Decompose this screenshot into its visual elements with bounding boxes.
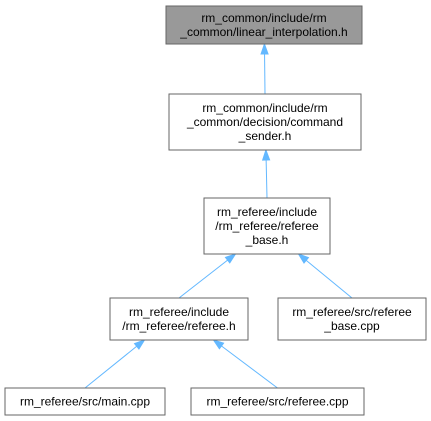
edges-layer — [84, 42, 353, 389]
node-label-line: /rm_referee/referee.h — [122, 319, 235, 333]
arrow-head-icon — [260, 42, 269, 55]
node-label-line: _common/linear_interpolation.h — [179, 25, 347, 39]
node-main-cpp[interactable]: rm_referee/src/main.cpp — [4, 387, 166, 416]
arrow-head-icon — [224, 253, 237, 264]
arrow-head-icon — [133, 339, 146, 350]
edge-line — [265, 159, 268, 199]
edge-referee-base-cpp-to-referee-base-h — [297, 253, 353, 299]
node-linear-interpolation[interactable]: rm_common/include/rm_common/linear_inter… — [165, 5, 363, 45]
edge-referee-h-to-referee-base-h — [178, 253, 237, 299]
nodes-layer: rm_common/include/rm_common/linear_inter… — [4, 5, 427, 416]
node-box — [4, 387, 166, 416]
node-box — [190, 387, 365, 416]
node-label-line: _sender.h — [238, 129, 292, 143]
node-referee-cpp[interactable]: rm_referee/src/referee.cpp — [190, 387, 365, 416]
node-label-line: rm_referee/src/referee — [292, 305, 412, 319]
edge-line — [305, 259, 353, 299]
node-label-line: rm_common/include/rm — [201, 11, 326, 25]
arrow-head-icon — [212, 339, 225, 350]
edge-main-cpp-to-referee-h — [84, 339, 146, 389]
node-referee-h[interactable]: rm_referee/include/rm_referee/referee.h — [109, 297, 249, 341]
edge-line — [84, 345, 138, 389]
arrow-head-icon — [261, 148, 271, 161]
node-label-line: _base.cpp — [323, 319, 380, 333]
node-label-line: rm_referee/include — [129, 305, 229, 319]
edge-command-sender-to-linear-interpolation — [260, 42, 269, 95]
node-label-line: _common/decision/command — [186, 115, 343, 129]
edge-referee-cpp-to-referee-h — [212, 339, 278, 389]
edge-line — [178, 259, 228, 299]
node-referee-base-h[interactable]: rm_referee/include/rm_referee/referee_ba… — [203, 197, 331, 255]
node-referee-base-cpp[interactable]: rm_referee/src/referee_base.cpp — [277, 297, 427, 341]
node-box — [203, 197, 331, 255]
node-box — [277, 297, 427, 341]
node-label-line: rm_common/include/rm — [202, 101, 327, 115]
node-label-line: rm_referee/src/referee.cpp — [206, 395, 348, 409]
node-label-line: rm_referee/include — [217, 205, 317, 219]
node-label-line: rm_referee/src/main.cpp — [20, 395, 150, 409]
node-label-line: _base.h — [245, 233, 289, 247]
node-label-line: /rm_referee/referee — [215, 219, 319, 233]
edge-referee-base-h-to-command-sender — [261, 148, 271, 199]
arrow-head-icon — [297, 253, 310, 264]
node-command-sender[interactable]: rm_common/include/rm_common/decision/com… — [168, 93, 362, 151]
node-box — [168, 93, 362, 151]
node-box — [109, 297, 249, 341]
edge-line — [221, 345, 278, 389]
node-box — [165, 5, 363, 45]
